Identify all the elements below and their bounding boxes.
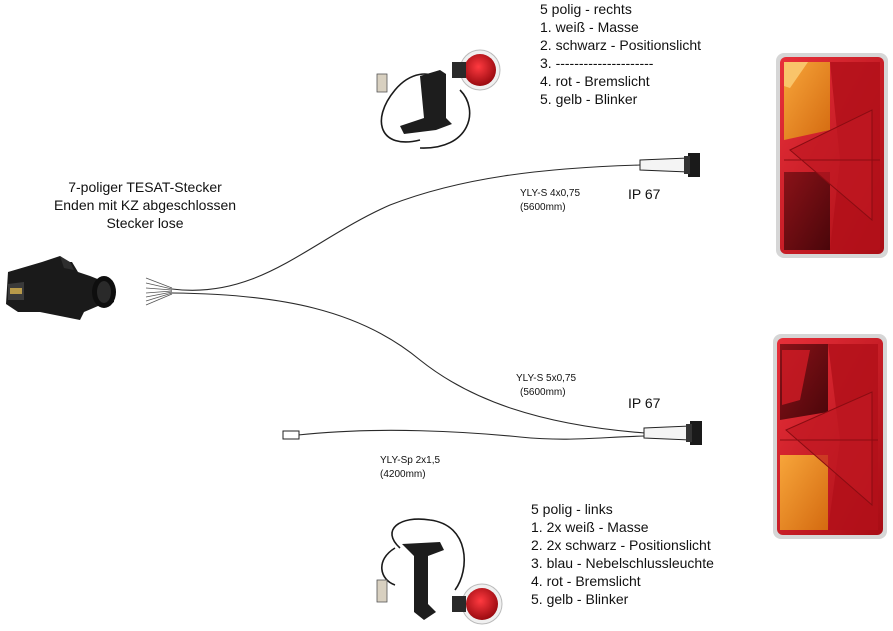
pin-list-left: 5 polig - links 1. 2x weiß - Masse 2. 2x… (531, 500, 714, 608)
pin-right-5: 5. gelb - Blinker (540, 91, 638, 107)
cables (171, 164, 646, 440)
ip67-connector-right-icon (639, 153, 700, 177)
cable-left-type: YLY-S 5x0,75 (516, 373, 577, 384)
pin-left-4: 4. rot - Bremslicht (531, 573, 641, 589)
pin-list-left-title: 5 polig - links (531, 501, 613, 517)
cable-left-length: (5600mm) (520, 387, 566, 398)
pin-list-right: 5 polig - rechts 1. weiß - Masse 2. schw… (540, 0, 701, 108)
plug-line-2: Enden mit KZ abgeschlossen (53, 197, 237, 213)
cable-fog-type: YLY-Sp 2x1,5 (380, 455, 441, 466)
pin-left-5: 5. gelb - Blinker (531, 591, 629, 607)
pin-left-2: 2. 2x schwarz - Positionslicht (531, 537, 711, 553)
cable-fog-wire (297, 429, 646, 440)
cable-fog-label: YLY-Sp 2x1,5 (4200mm) (380, 454, 440, 482)
plug-line-1: 7-poliger TESAT-Stecker (68, 179, 222, 195)
rear-light-right-icon (776, 53, 888, 258)
rear-light-left-icon (773, 334, 887, 539)
pin-list-right-title: 5 polig - rechts (540, 1, 632, 17)
marker-light-left-icon (376, 518, 503, 625)
cable-right-label: YLY-S 4x0,75 (5600mm) (520, 187, 580, 215)
cable-right-wire (171, 164, 641, 291)
cable-right-length: (5600mm) (520, 202, 566, 213)
pin-right-1: 1. weiß - Masse (540, 19, 639, 35)
pin-right-2: 2. schwarz - Positionslicht (540, 37, 702, 53)
pin-left-3: 3. blau - Nebelschlussleuchte (531, 555, 714, 571)
pin-right-3: 3. --------------------- (540, 55, 654, 71)
tesat-plug-icon (6, 256, 116, 320)
pin-right-4: 4. rot - Bremslicht (540, 73, 650, 89)
pin-left-1: 1. 2x weiß - Masse (531, 519, 649, 535)
cable-fog-length: (4200mm) (380, 469, 426, 480)
cable-right-type: YLY-S 4x0,75 (520, 188, 581, 199)
ip67-left-label: IP 67 (628, 395, 661, 411)
cable-left-label: YLY-S 5x0,75 (5600mm) (516, 372, 576, 400)
plug-line-3: Stecker lose (106, 215, 184, 231)
loose-wire-ends (145, 277, 173, 306)
plug-description: 7-poliger TESAT-Stecker Enden mit KZ abg… (40, 178, 250, 232)
ip67-connector-left-icon (643, 421, 702, 445)
fog-cable-terminal-icon (282, 430, 300, 440)
ip67-right-label: IP 67 (628, 186, 661, 202)
marker-light-right-icon (376, 49, 501, 149)
cable-left-wire (171, 292, 646, 434)
